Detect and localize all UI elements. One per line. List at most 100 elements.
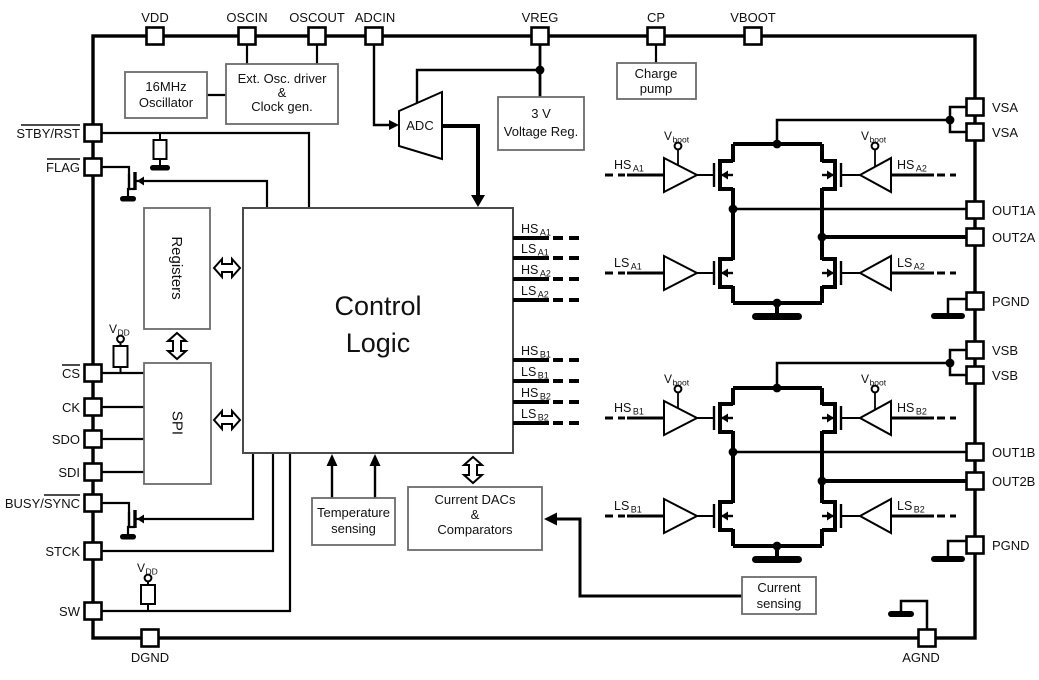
control-logic-block	[242, 207, 514, 454]
vboot-main: V	[664, 129, 672, 143]
pin-ck-label: CK	[62, 400, 80, 415]
vreg-label-1: 3 V	[531, 106, 551, 121]
vboot-terminal	[870, 384, 880, 394]
signal-sub: B2	[916, 407, 927, 417]
ground-bar	[752, 556, 802, 563]
pin-vboot-label: VBOOT	[730, 10, 776, 25]
adc-output-arrowhead	[471, 195, 485, 207]
pin-pgnd-b-label: PGND	[992, 538, 1030, 553]
pin-out1b	[965, 442, 985, 462]
junction-dot	[945, 115, 955, 125]
pin-out2a	[965, 227, 985, 247]
signal-sub: B2	[914, 505, 925, 515]
temperature-sensing-label-2: sensing	[331, 521, 376, 536]
signal-sub: B1	[538, 371, 549, 381]
pin-busy-sync	[83, 493, 103, 513]
signal-sub: A1	[631, 262, 642, 272]
pin-oscout-label: OSCOUT	[289, 10, 345, 25]
oscillator-label-1: 16MHz	[145, 79, 186, 94]
adc-section: ADC 3 V Voltage Reg.	[372, 45, 585, 207]
pullup-resistor	[112, 345, 129, 368]
signal-main: LS	[614, 256, 629, 270]
vdd-label: VDD	[109, 322, 130, 338]
charge-pump-block	[616, 62, 697, 100]
pin-out1b-label: OUT1B	[992, 445, 1035, 460]
adc-label: ADC	[406, 118, 433, 133]
junction-dot	[772, 139, 782, 149]
up-arrowhead	[369, 454, 381, 466]
pin-vdd-label: VDD	[141, 10, 168, 25]
signal-sub: B2	[540, 392, 551, 402]
pin-out1a	[965, 200, 985, 220]
pin-cs-label: CS	[62, 366, 80, 381]
pin-stby-rst	[83, 123, 103, 143]
ext-osc-block	[225, 63, 339, 125]
vboot-main: V	[861, 372, 869, 386]
vdd-label-main: V	[109, 322, 117, 336]
vdd-terminal	[116, 334, 125, 344]
signal-main: LS	[897, 256, 912, 270]
bidirectional-arrow	[212, 256, 242, 280]
agnd-ground	[888, 599, 929, 629]
signal-sub: A1	[540, 228, 551, 238]
pin-vreg	[530, 26, 550, 46]
mosfet-hs-a1	[712, 159, 733, 191]
signal-sub: A2	[540, 269, 551, 279]
pin-agnd-label: AGND	[902, 650, 940, 665]
pin-sdi-label: SDI	[58, 465, 80, 480]
adc-input-arrowhead	[389, 120, 399, 130]
charge-pump-label-2: pump	[640, 81, 673, 96]
sensing-section: Temperature sensing Current DACs & Compa…	[311, 454, 817, 615]
junction-dot	[817, 476, 827, 486]
pin-cp-label: CP	[647, 10, 665, 25]
ext-osc-label-1: Ext. Osc. driver	[238, 71, 328, 86]
signal-main: HS	[897, 401, 914, 415]
pin-agnd	[917, 628, 937, 648]
pin-vsa-2-label: VSA	[992, 125, 1018, 140]
vreg-label-2: Voltage Reg.	[504, 124, 578, 139]
current-sensing-block	[741, 576, 817, 615]
clock-section: 16MHz Oscillator Ext. Osc. driver & Cloc…	[124, 45, 339, 125]
junction-dot	[817, 232, 827, 242]
right-pins: VSA VSA OUT1A OUT2A PGND VSB VSB OUT1B O…	[965, 97, 1036, 555]
vdd-label-main: V	[137, 561, 145, 575]
current-dacs-label-3: Comparators	[437, 522, 513, 537]
vboot-label: Vboot	[861, 372, 887, 388]
pin-vsb-1	[965, 340, 985, 360]
oscillator-label-2: Oscillator	[139, 95, 194, 110]
pin-out1a-label: OUT1A	[992, 203, 1036, 218]
pin-busy-sync-label: BUSY/SYNC	[5, 496, 80, 511]
ext-osc-label-2: &	[278, 85, 287, 100]
signal-sub: B2	[538, 413, 549, 423]
mosfet-ls-a2	[822, 257, 843, 289]
pin-vsb-1-label: VSB	[992, 343, 1018, 358]
vboot-sub: boot	[673, 135, 690, 145]
vboot-terminal	[870, 141, 880, 151]
pin-adcin-label: ADCIN	[355, 10, 395, 25]
pin-flag	[83, 157, 103, 177]
bottom-pins: DGND AGND	[131, 628, 940, 665]
signal-main: HS	[521, 263, 538, 277]
vboot-terminal	[673, 384, 683, 394]
pin-oscin	[237, 26, 257, 46]
pulldown-resistor	[152, 139, 168, 160]
signal-sub: A2	[538, 290, 549, 300]
vboot-sub: boot	[870, 378, 887, 388]
pin-vdd	[145, 26, 165, 46]
temperature-sensing-label-1: Temperature	[317, 505, 390, 520]
